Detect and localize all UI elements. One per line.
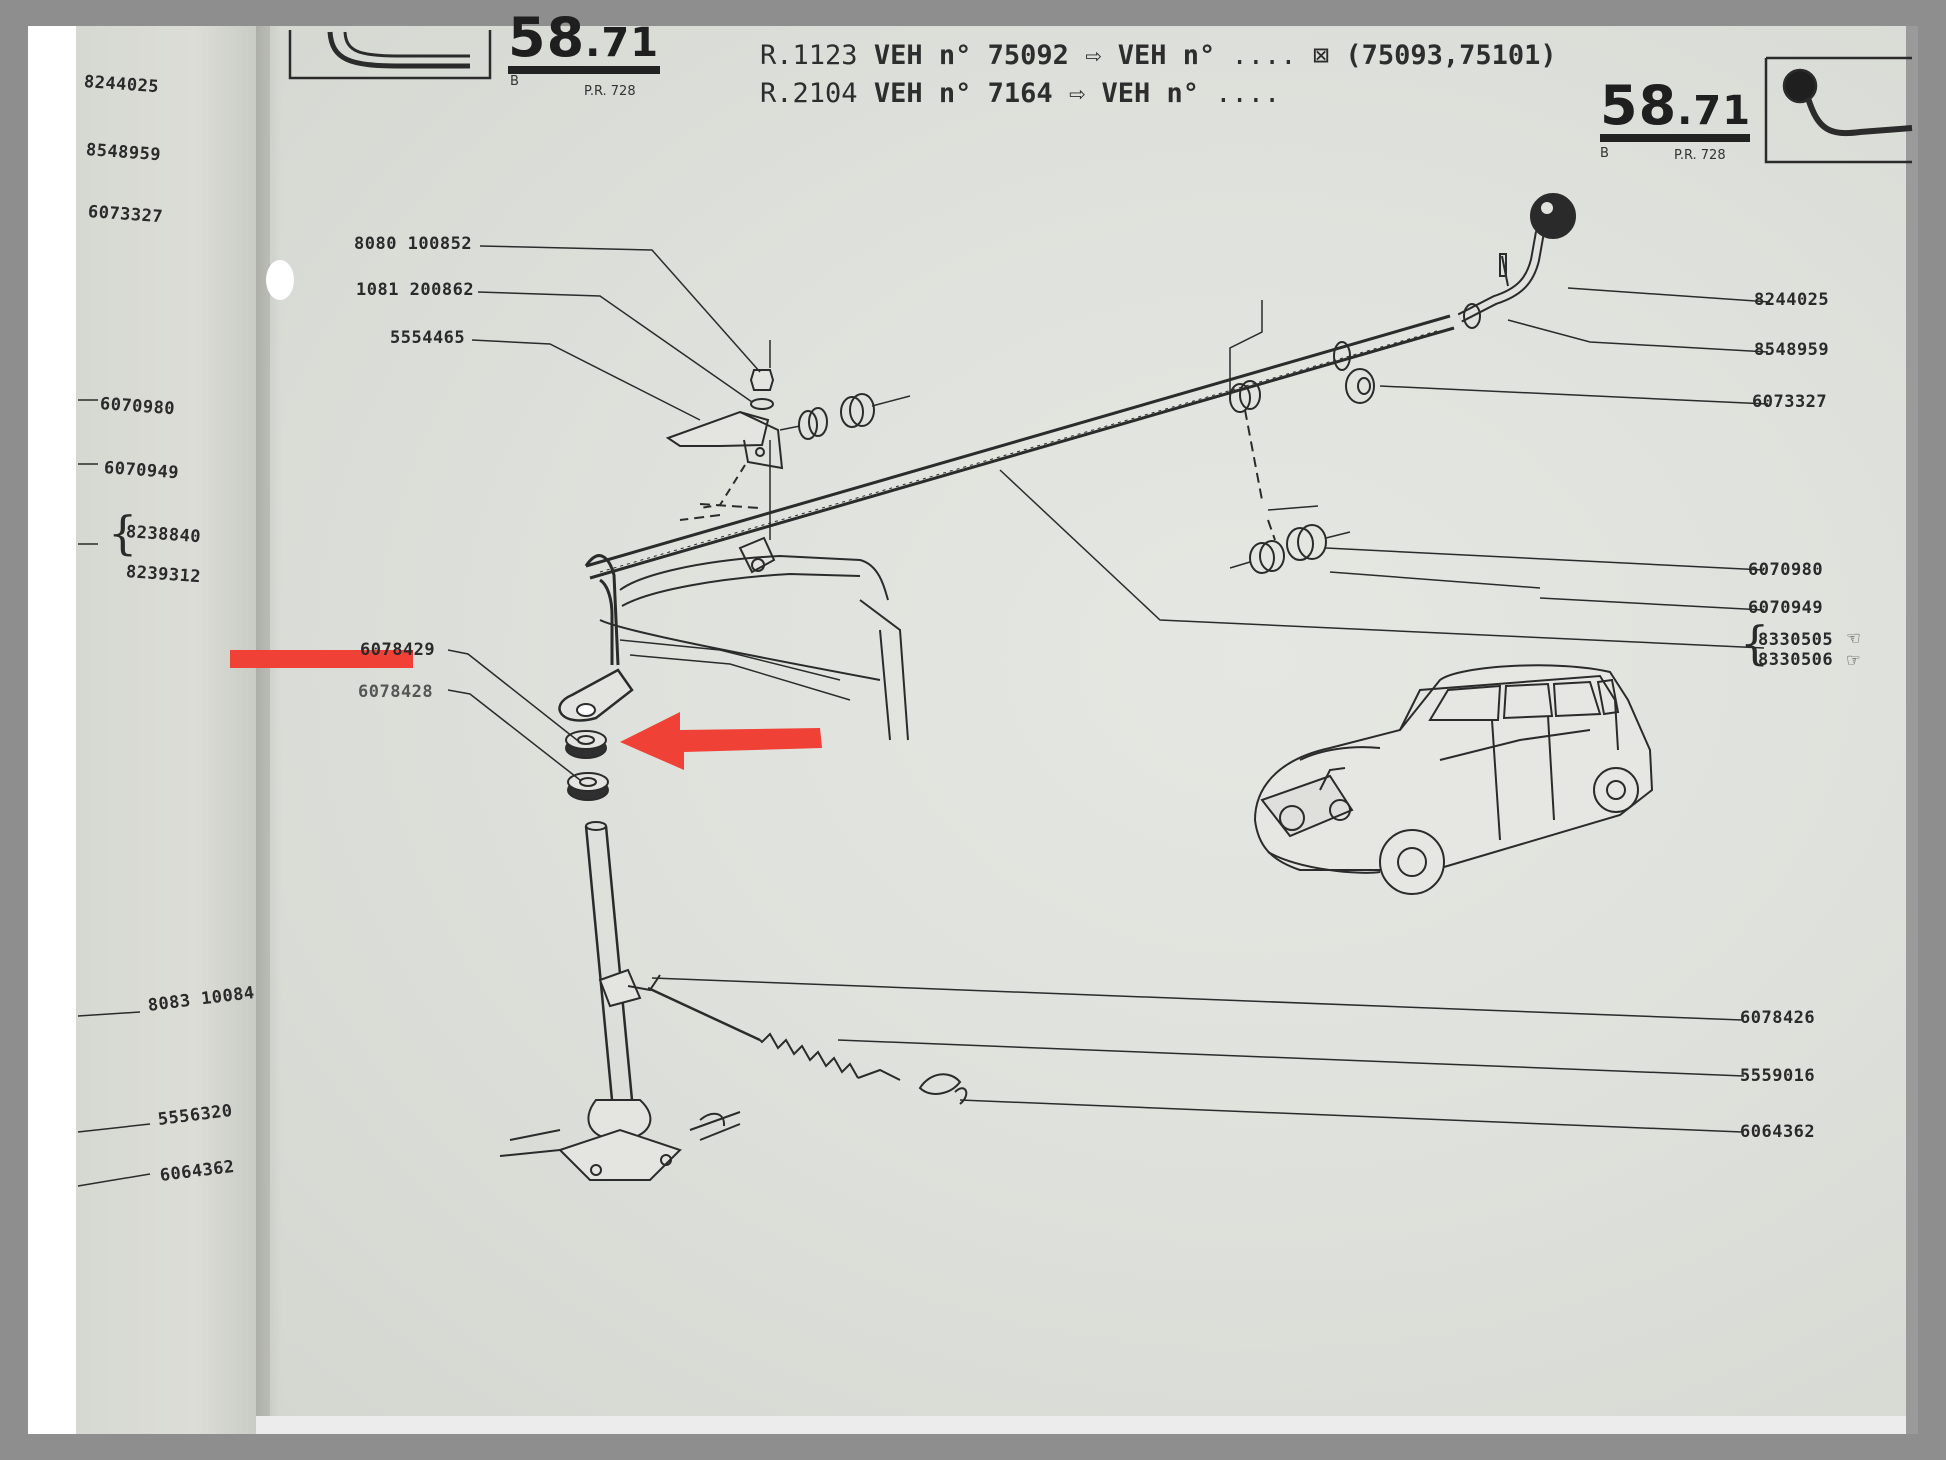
gear-stick-vertical [584, 821, 661, 1101]
part-number: 8330506 [1758, 650, 1834, 670]
part-number: 8244025 [1754, 290, 1830, 310]
shift-rod [558, 314, 1455, 722]
page-ref-top-left: P.R. 728 [584, 84, 636, 99]
arrow-right-icon: ⇨ [1068, 78, 1086, 109]
veh-range-label-1: VEH n° [1117, 40, 1216, 71]
arrow-right-icon: ⇨ [1085, 40, 1102, 71]
red-annotation-bar [230, 650, 413, 668]
page-letter-top-right: B [1600, 146, 1609, 161]
page-number-underline-left [508, 66, 660, 74]
part-number: 6070980 [1748, 560, 1824, 580]
page-right-edge [1906, 26, 1918, 1434]
page-number-underline-right [1600, 134, 1750, 142]
right-hand-drive-icon: ☞ [1846, 650, 1861, 671]
gear-housing [499, 1099, 741, 1181]
page-letter-top-left: B [510, 74, 519, 89]
middle-support [1229, 300, 1319, 541]
veh-range-label-2: VEH n° [1101, 78, 1199, 109]
part-number: 8548959 [1754, 340, 1830, 360]
part-number: 5559016 [1740, 1066, 1816, 1086]
part-number: 1081 200862 [356, 280, 475, 300]
model-r2104: R.2104 [760, 78, 858, 109]
veh-number-7164: 7164 [987, 78, 1053, 109]
nut-washer-stack [699, 340, 775, 540]
page-number-top-right: 58.71 [1600, 74, 1752, 137]
part-number: 6078426 [1740, 1008, 1816, 1028]
left-page [76, 26, 276, 1434]
part-number: 6070949 [1748, 598, 1824, 618]
link-rod-and-spring [647, 986, 968, 1105]
range-dots-1: .... [1231, 40, 1297, 71]
bush-pair-upper [779, 393, 911, 440]
header-line-2: R.2104 VEH n° 7164 ⇨ VEH n° .... [760, 78, 1280, 109]
rubber-washers [565, 730, 609, 801]
red-annotation-arrow [620, 712, 822, 770]
page-ref-top-right: P.R. 728 [1674, 148, 1726, 163]
range-values: (75093,75101) [1345, 40, 1557, 71]
cancel-mark-icon: ⊠ [1312, 40, 1330, 71]
veh-number-75092: 75092 [987, 40, 1069, 71]
punch-hole [266, 260, 294, 300]
body-panel [599, 554, 909, 741]
left-hand-drive-icon: ☜ [1846, 628, 1861, 649]
car-illustration [1253, 664, 1654, 895]
brace: { [1740, 616, 1770, 670]
rod-clamp [679, 503, 776, 574]
leader-lines [77, 245, 1771, 1187]
main-page [270, 26, 1918, 1434]
range-dots-2: .... [1215, 78, 1281, 109]
part-number: 6064362 [1740, 1122, 1816, 1142]
brace: { [108, 506, 138, 560]
veh-label-2: VEH n° [873, 78, 972, 109]
grommet-6073327 [1333, 341, 1375, 404]
model-r1123: R.1123 [760, 40, 858, 71]
part-number: 8080 100852 [354, 234, 473, 254]
part-number: 5554465 [390, 328, 466, 348]
page-bottom-edge [256, 1416, 1918, 1434]
veh-label-1: VEH n° [873, 40, 972, 71]
gear-lever-knob [1457, 193, 1576, 329]
part-number: 6078428 [358, 682, 434, 702]
part-number: 6073327 [1752, 392, 1828, 412]
bush-pair-lower [1229, 524, 1351, 574]
part-number: 8330505 [1758, 630, 1834, 650]
bracket-5554465 [665, 410, 784, 470]
page-number-top-left: 58.71 [508, 6, 660, 69]
part-number: 6078429 [360, 640, 436, 660]
thumbnail-top-right [1764, 56, 1913, 164]
header-line-1: R.1123 VEH n° 75092 ⇨ VEH n° .... ⊠ (750… [760, 40, 1557, 71]
thumbnail-top-left [288, 30, 492, 80]
